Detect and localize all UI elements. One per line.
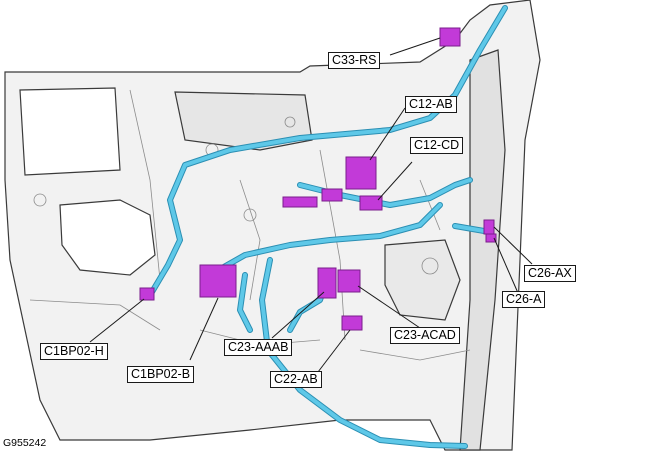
figure-id: G955242 bbox=[3, 437, 47, 449]
callout-c26-a: C26-A bbox=[502, 291, 546, 308]
connector-cluster-upper bbox=[282, 188, 343, 208]
connector-c23-aaab bbox=[317, 267, 337, 299]
callout-c22-ab: C22-AB bbox=[270, 371, 322, 388]
panel-detail-lines bbox=[29, 89, 471, 361]
connector-c1bp02-h bbox=[139, 287, 155, 301]
callout-c1bp02-b: C1BP02-B bbox=[127, 366, 195, 383]
connector-c22-ab bbox=[341, 315, 363, 331]
connector-c33-rs bbox=[439, 27, 461, 47]
callout-c26-ax: C26-AX bbox=[524, 265, 576, 282]
connector-c23-acad bbox=[337, 269, 361, 293]
callout-c12-ab: C12-AB bbox=[405, 96, 457, 113]
callout-c23-acad: C23-ACAD bbox=[390, 327, 460, 344]
connector-c26-a bbox=[485, 233, 497, 243]
leader-lines bbox=[89, 37, 533, 373]
connectors bbox=[139, 27, 497, 331]
connector-c1bp02-b bbox=[199, 264, 237, 298]
connector-c12-cd bbox=[359, 195, 383, 211]
connector-c26-ax bbox=[483, 219, 495, 235]
connector-c12-ab bbox=[345, 156, 377, 190]
callout-c33-rs: C33-RS bbox=[328, 52, 381, 69]
callout-c23-aaab: C23-AAAB bbox=[224, 339, 293, 356]
callout-c1bp02-h: C1BP02-H bbox=[40, 343, 108, 360]
callout-c12-cd: C12-CD bbox=[410, 137, 464, 154]
